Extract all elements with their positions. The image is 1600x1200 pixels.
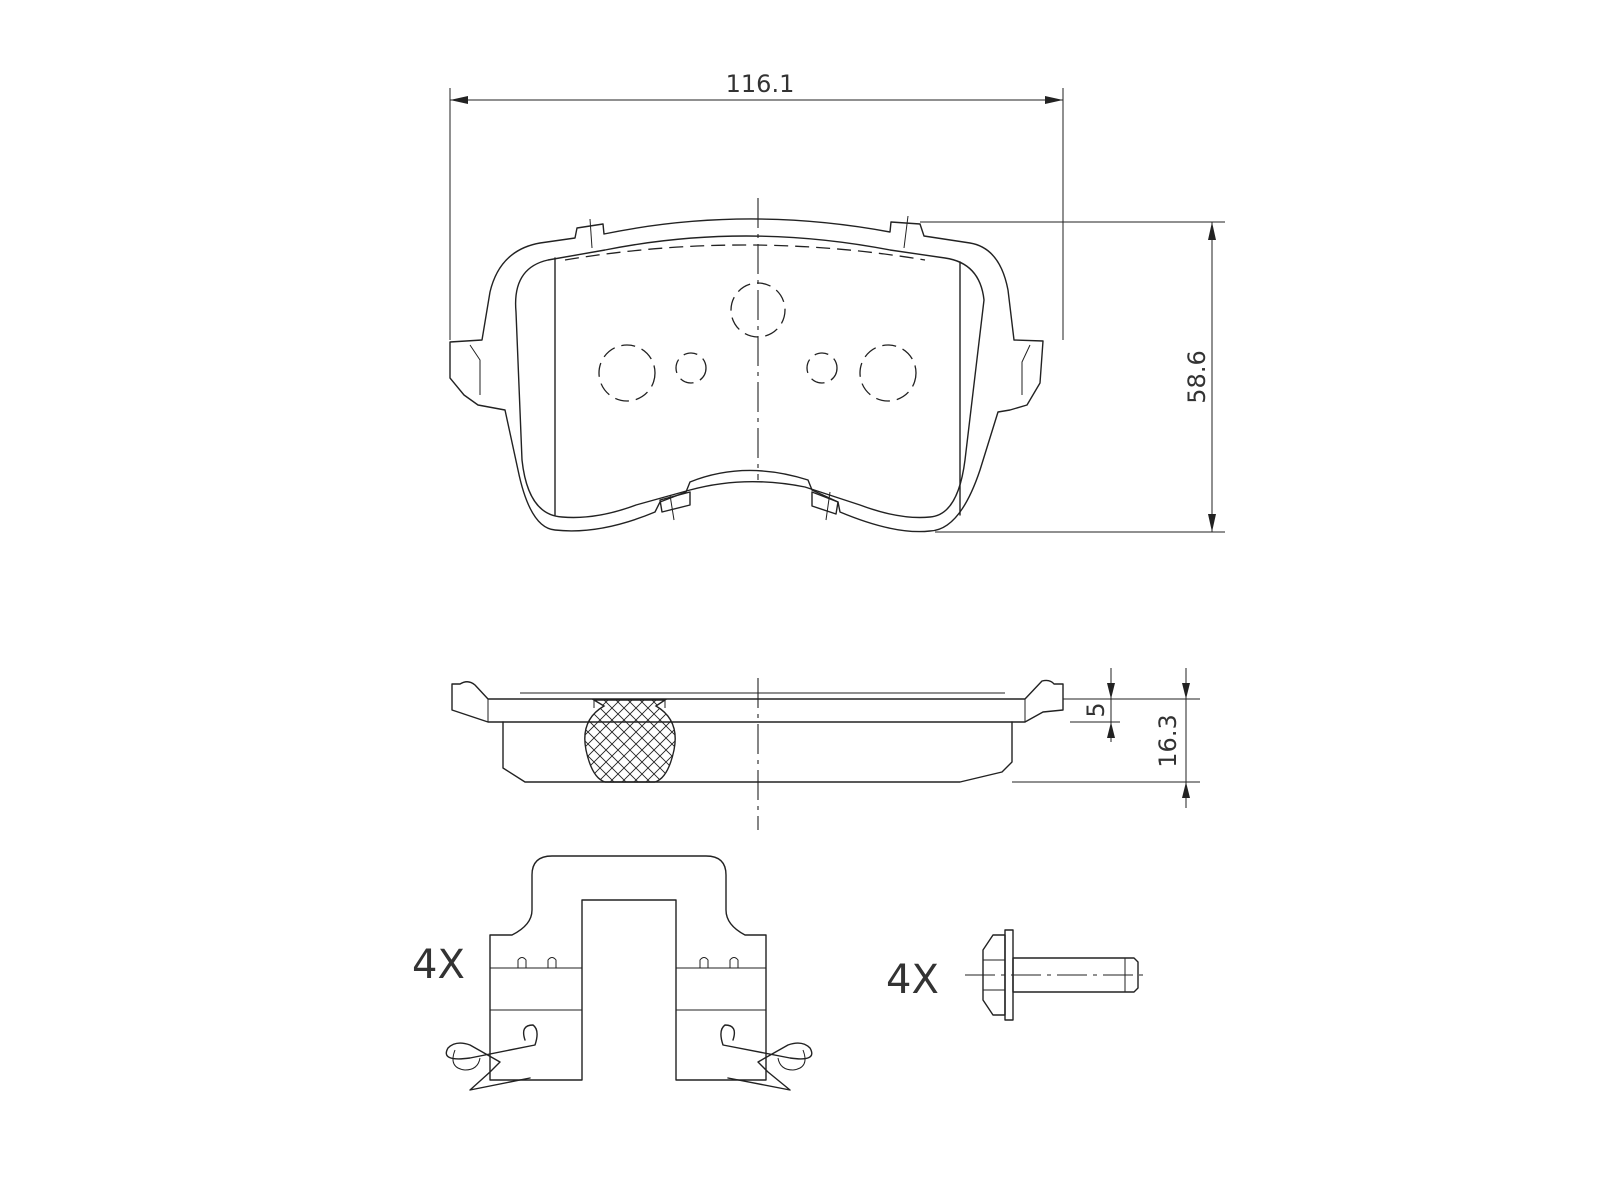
- bottom-left-clip-seat: [659, 491, 691, 513]
- backplate-thickness-label: 5: [1082, 702, 1110, 717]
- wear-line-dashed: [564, 244, 926, 261]
- left-large-hole: [598, 344, 656, 402]
- clip-left-spring: [445, 1024, 538, 1091]
- anti-rattle-clip: 4X: [412, 855, 813, 1091]
- left-small-hole: [675, 352, 707, 384]
- side-hatched-shim: [584, 699, 676, 783]
- tick-top-left: [589, 218, 593, 249]
- width-dimension: 116.1: [449, 70, 1064, 340]
- friction-material-outline: [514, 235, 985, 519]
- guide-bolt: 4X: [886, 929, 1148, 1021]
- tick-bottom-right: [825, 491, 831, 521]
- bolt-flange: [1004, 929, 1014, 1021]
- right-large-hole: [859, 344, 917, 402]
- height-dimension: 58.6: [920, 221, 1225, 533]
- bolt-quantity-label: 4X: [886, 957, 939, 1003]
- clip-right-spring: [720, 1024, 813, 1091]
- tick-top-right: [903, 215, 909, 249]
- bolt-shank: [1012, 957, 1139, 993]
- left-ear-detail: [469, 344, 481, 395]
- right-ear-detail: [1021, 344, 1031, 395]
- side-backing-plate: [451, 679, 1064, 723]
- total-thickness-label: 16.3: [1154, 714, 1182, 767]
- pad-side-view: [451, 678, 1064, 830]
- thickness-dimensions: 5 16.3: [1012, 668, 1200, 808]
- pad-front-view: [449, 198, 1044, 533]
- width-dimension-label: 116.1: [726, 70, 795, 98]
- tick-bottom-left: [669, 494, 675, 521]
- right-small-hole: [806, 352, 838, 384]
- clip-body-outline: [489, 855, 767, 1081]
- backing-plate-outline: [449, 218, 1044, 533]
- height-dimension-label: 58.6: [1183, 350, 1211, 403]
- side-friction-block: [502, 721, 1013, 783]
- clip-quantity-label: 4X: [412, 942, 465, 988]
